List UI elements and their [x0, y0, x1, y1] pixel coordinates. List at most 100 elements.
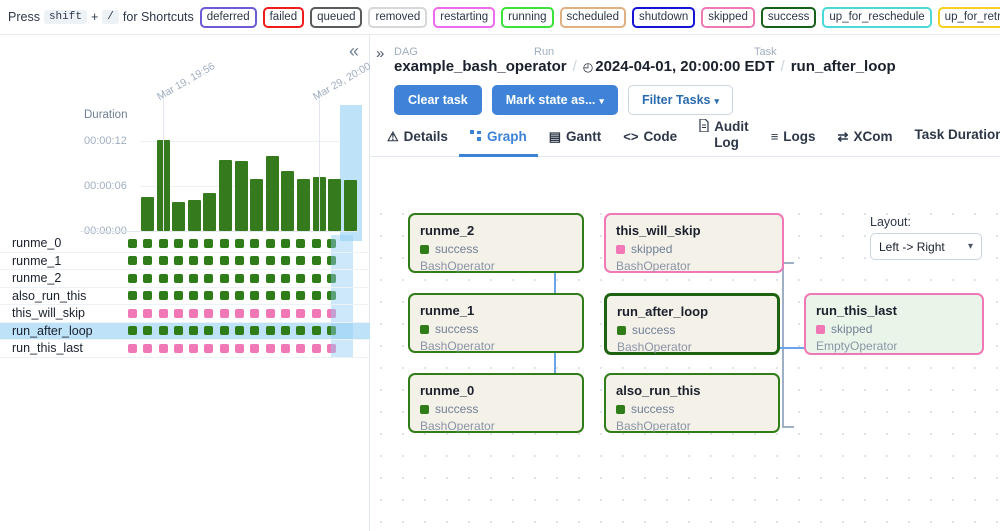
task-id-link[interactable]: run_after_loop	[790, 58, 896, 75]
dag-name-link[interactable]: example_bash_operator	[394, 58, 567, 75]
task-instance-cell[interactable]	[235, 308, 245, 318]
tab-details[interactable]: ⚠Details	[376, 111, 459, 157]
task-instance-cell[interactable]	[173, 343, 183, 353]
task-instance-cell[interactable]	[189, 343, 199, 353]
task-instance-cell[interactable]	[219, 273, 229, 283]
task-instance-cell[interactable]	[158, 308, 168, 318]
task-instance-cell[interactable]	[296, 343, 306, 353]
task-instance-cell[interactable]	[128, 308, 137, 318]
task-instance-cell[interactable]	[250, 256, 260, 266]
task-instance-cell[interactable]	[158, 238, 168, 248]
state-badge-deferred[interactable]: deferred	[199, 6, 257, 28]
task-instance-cell[interactable]	[265, 273, 275, 283]
duration-bar[interactable]	[219, 159, 232, 231]
filter-tasks-button[interactable]: Filter Tasks▾	[627, 85, 734, 115]
duration-bar[interactable]	[328, 178, 342, 231]
task-instance-cell[interactable]	[296, 291, 306, 301]
task-instance-cell[interactable]	[280, 256, 290, 266]
task-instance-cell[interactable]	[204, 238, 214, 248]
duration-bar[interactable]	[187, 199, 201, 231]
task-instance-cell[interactable]	[280, 326, 290, 336]
tab-graph[interactable]: Graph	[458, 111, 538, 157]
task-instance-cell[interactable]	[128, 256, 137, 266]
state-badge-removed[interactable]: removed	[368, 6, 428, 28]
task-instance-cell[interactable]	[326, 273, 336, 283]
task-instance-cell[interactable]	[128, 291, 137, 301]
task-instance-cell[interactable]	[158, 273, 168, 283]
task-instance-cell[interactable]	[250, 343, 260, 353]
task-instance-cell[interactable]	[189, 238, 199, 248]
task-row[interactable]: run_after_loop	[0, 322, 370, 340]
tab-logs[interactable]: ≡Logs	[760, 111, 827, 157]
tab-gantt[interactable]: ▤Gantt	[538, 111, 613, 157]
task-instance-cell[interactable]	[143, 238, 153, 248]
task-instance-cell[interactable]	[219, 291, 229, 301]
task-instance-cell[interactable]	[265, 308, 275, 318]
task-instance-cell[interactable]	[311, 308, 321, 318]
state-badge-shutdown[interactable]: shutdown	[631, 6, 696, 28]
task-row[interactable]: runme_2	[0, 270, 370, 288]
task-instance-cell[interactable]	[235, 256, 245, 266]
task-instance-cell[interactable]	[280, 273, 290, 283]
task-instance-cell[interactable]	[219, 238, 229, 248]
task-instance-cell[interactable]	[326, 308, 336, 318]
task-instance-cell[interactable]	[128, 343, 137, 353]
state-badge-running[interactable]: running	[501, 6, 554, 28]
task-instance-cell[interactable]	[158, 326, 168, 336]
task-instance-cell[interactable]	[311, 343, 321, 353]
task-instance-cell[interactable]	[280, 291, 290, 301]
task-instance-cell[interactable]	[326, 256, 336, 266]
state-badge-skipped[interactable]: skipped	[701, 6, 755, 28]
task-instance-cell[interactable]	[265, 343, 275, 353]
task-instance-cell[interactable]	[235, 273, 245, 283]
task-instance-cell[interactable]	[128, 273, 137, 283]
duration-bar[interactable]	[141, 196, 154, 231]
task-row[interactable]: runme_0	[0, 235, 370, 253]
collapse-sidebar-button[interactable]: «	[348, 41, 359, 61]
task-instance-cell[interactable]	[235, 238, 245, 248]
task-instance-cell[interactable]	[204, 256, 214, 266]
task-instance-cell[interactable]	[143, 291, 153, 301]
state-badge-queued[interactable]: queued	[310, 6, 363, 28]
task-row[interactable]: this_will_skip	[0, 305, 370, 323]
task-instance-cell[interactable]	[143, 256, 153, 266]
task-instance-cell[interactable]	[189, 291, 199, 301]
task-instance-cell[interactable]	[204, 343, 214, 353]
task-instance-cell[interactable]	[128, 238, 137, 248]
task-instance-cell[interactable]	[296, 273, 306, 283]
task-row[interactable]: runme_1	[0, 252, 370, 270]
duration-bar[interactable]	[172, 201, 186, 231]
tab-code[interactable]: <>Code	[612, 111, 688, 157]
task-instance-cell[interactable]	[235, 326, 245, 336]
task-instance-cell[interactable]	[296, 308, 306, 318]
state-badge-up_for_reschedule[interactable]: up_for_reschedule	[822, 6, 932, 28]
task-instance-cell[interactable]	[219, 343, 229, 353]
state-badge-restarting[interactable]: restarting	[433, 6, 496, 28]
duration-bar[interactable]	[281, 171, 295, 231]
duration-bar[interactable]	[343, 180, 357, 231]
task-instance-cell[interactable]	[326, 343, 336, 353]
clear-task-button[interactable]: Clear task	[394, 85, 482, 115]
duration-bar[interactable]	[265, 156, 279, 231]
task-instance-cell[interactable]	[204, 326, 214, 336]
task-instance-cell[interactable]	[204, 291, 214, 301]
mark-state-button[interactable]: Mark state as...▾	[491, 85, 618, 115]
task-instance-cell[interactable]	[311, 326, 321, 336]
task-instance-cell[interactable]	[173, 308, 183, 318]
task-instance-cell[interactable]	[250, 326, 260, 336]
task-instance-cell[interactable]	[189, 256, 199, 266]
task-instance-cell[interactable]	[250, 238, 260, 248]
task-instance-cell[interactable]	[296, 256, 306, 266]
task-instance-cell[interactable]	[173, 291, 183, 301]
task-instance-cell[interactable]	[326, 326, 336, 336]
task-instance-cell[interactable]	[189, 326, 199, 336]
task-instance-cell[interactable]	[250, 291, 260, 301]
